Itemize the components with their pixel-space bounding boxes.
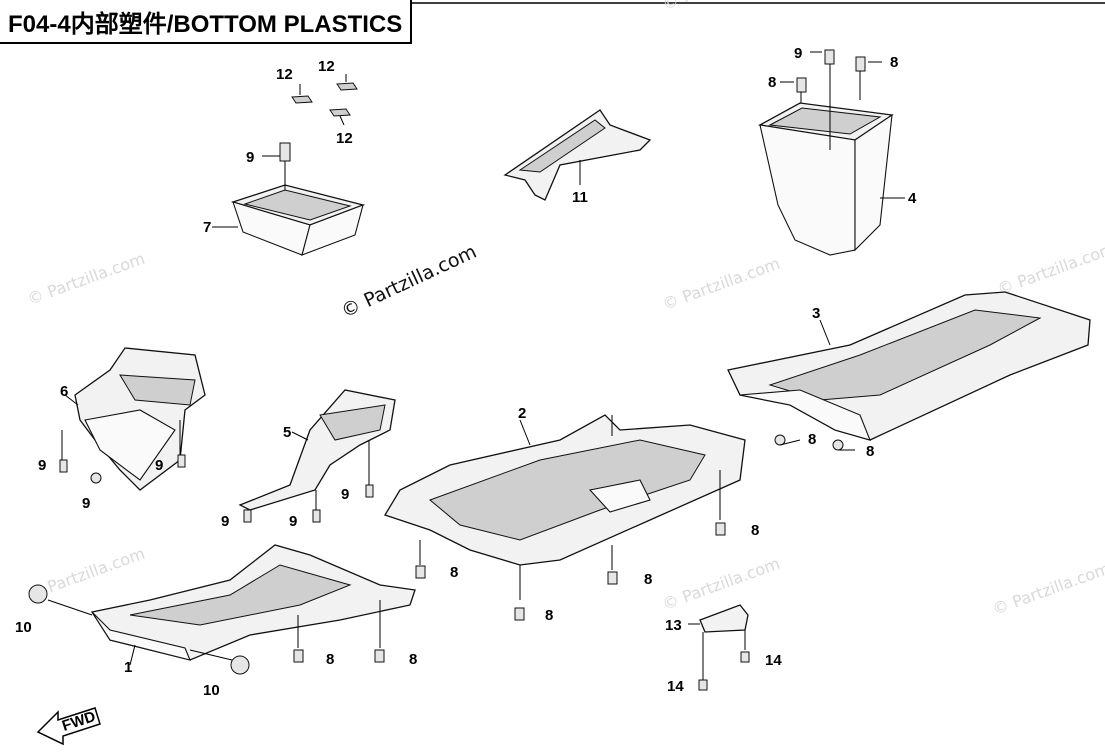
part-1-front-skid-plate xyxy=(28,544,416,675)
part-13-clip xyxy=(688,604,750,691)
callout-9: 9 xyxy=(82,495,90,512)
watermark: © Partzilla.com xyxy=(25,249,148,309)
part-3-floor-panel xyxy=(727,291,1091,451)
callout-8: 8 xyxy=(768,74,776,91)
callout-9: 9 xyxy=(341,486,349,503)
part-5-center-guard xyxy=(238,389,396,523)
watermark: © Partzilla.com xyxy=(995,239,1105,299)
callout-8: 8 xyxy=(409,651,417,668)
part-7-tray xyxy=(212,142,366,256)
callout-3: 3 xyxy=(812,305,820,322)
callout-8: 8 xyxy=(808,431,816,448)
callout-8: 8 xyxy=(644,571,652,588)
callout-9: 9 xyxy=(246,149,254,166)
callout-12: 12 xyxy=(276,66,293,83)
watermark: © Partzilla.com xyxy=(660,554,783,614)
callout-9: 9 xyxy=(289,513,297,530)
callout-8: 8 xyxy=(866,443,874,460)
part-2-skid-plate xyxy=(384,414,746,621)
callout-10: 10 xyxy=(15,619,32,636)
part-11-bracket xyxy=(503,109,652,201)
part-4-box xyxy=(758,49,905,256)
fwd-arrow: FWD xyxy=(36,707,101,746)
callout-9: 9 xyxy=(794,45,802,62)
callout-9: 9 xyxy=(221,513,229,530)
part-12-pads xyxy=(291,74,358,126)
callout-9: 9 xyxy=(155,457,163,474)
callout-8: 8 xyxy=(545,607,553,624)
callout-13: 13 xyxy=(665,617,682,634)
callout-7: 7 xyxy=(203,219,211,236)
callout-5: 5 xyxy=(283,424,291,441)
diagram-title: F04-4内部塑件/BOTTOM PLASTICS xyxy=(0,0,413,44)
callout-12: 12 xyxy=(318,58,335,75)
callout-2: 2 xyxy=(518,405,526,422)
callout-12: 12 xyxy=(336,130,353,147)
watermark: © Partzilla.com xyxy=(660,0,783,14)
callout-6: 6 xyxy=(60,383,68,400)
callout-11: 11 xyxy=(572,189,588,206)
callout-14: 14 xyxy=(765,652,782,669)
callout-8: 8 xyxy=(450,564,458,581)
callout-8: 8 xyxy=(890,54,898,71)
callout-9: 9 xyxy=(38,457,46,474)
part-6-side-guard xyxy=(59,347,206,491)
callout-14: 14 xyxy=(667,678,684,695)
callout-1: 1 xyxy=(124,659,132,676)
watermark-main: © Partzilla.com xyxy=(338,241,480,323)
watermark: © Partzilla.com xyxy=(660,254,783,314)
callout-4: 4 xyxy=(908,190,917,207)
callout-8: 8 xyxy=(326,651,334,668)
callout-10: 10 xyxy=(203,682,220,699)
callout-8: 8 xyxy=(751,522,759,539)
watermark: © Partzilla.com xyxy=(990,559,1105,619)
